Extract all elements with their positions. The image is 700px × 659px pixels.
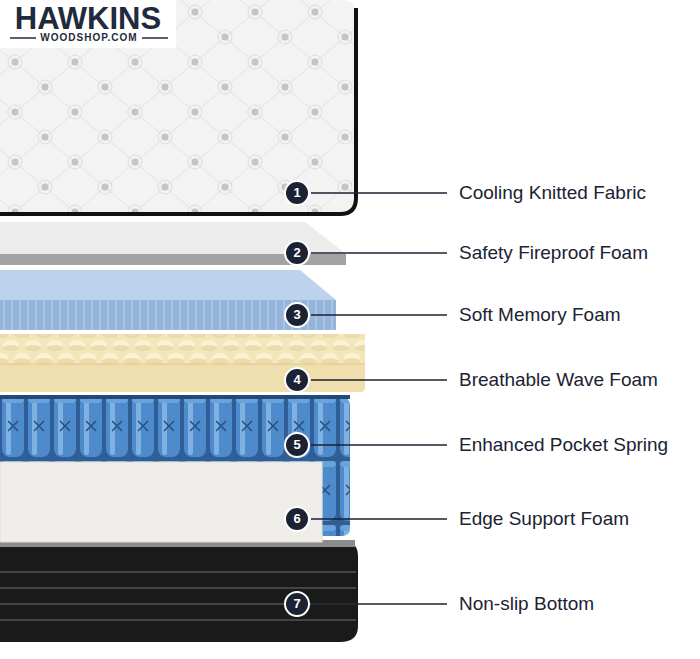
knitted-cover <box>0 0 356 214</box>
wave-foam <box>0 334 365 392</box>
logo-rule <box>142 37 168 39</box>
callout-number: 1 <box>284 180 310 206</box>
callout-number: 2 <box>284 240 310 266</box>
edge-support-foam <box>0 462 322 542</box>
callout-number: 6 <box>284 506 310 532</box>
callout-number: 3 <box>284 302 310 328</box>
layer-name: Enhanced Pocket Spring <box>459 434 668 457</box>
layer-name: Safety Fireproof Foam <box>459 242 648 265</box>
layer-name: Edge Support Foam <box>459 508 629 531</box>
leader-lines <box>311 193 447 604</box>
logo-rule <box>10 37 36 39</box>
callout-number: 5 <box>284 432 310 458</box>
non-slip-bottom <box>0 540 358 642</box>
logo-subtitle: WOODSHOP.COM <box>40 33 137 43</box>
callout-number: 7 <box>284 591 310 617</box>
layer-name: Cooling Knitted Fabric <box>459 182 646 205</box>
layer-name: Breathable Wave Foam <box>459 369 658 392</box>
layer-name: Non-slip Bottom <box>459 593 594 616</box>
logo-wordmark: HAWKINS <box>15 3 161 34</box>
memory-foam <box>0 270 336 330</box>
layer-name: Soft Memory Foam <box>459 304 621 327</box>
logo-background <box>0 0 176 48</box>
fireproof-foam <box>0 222 346 265</box>
callout-number: 4 <box>284 367 310 393</box>
